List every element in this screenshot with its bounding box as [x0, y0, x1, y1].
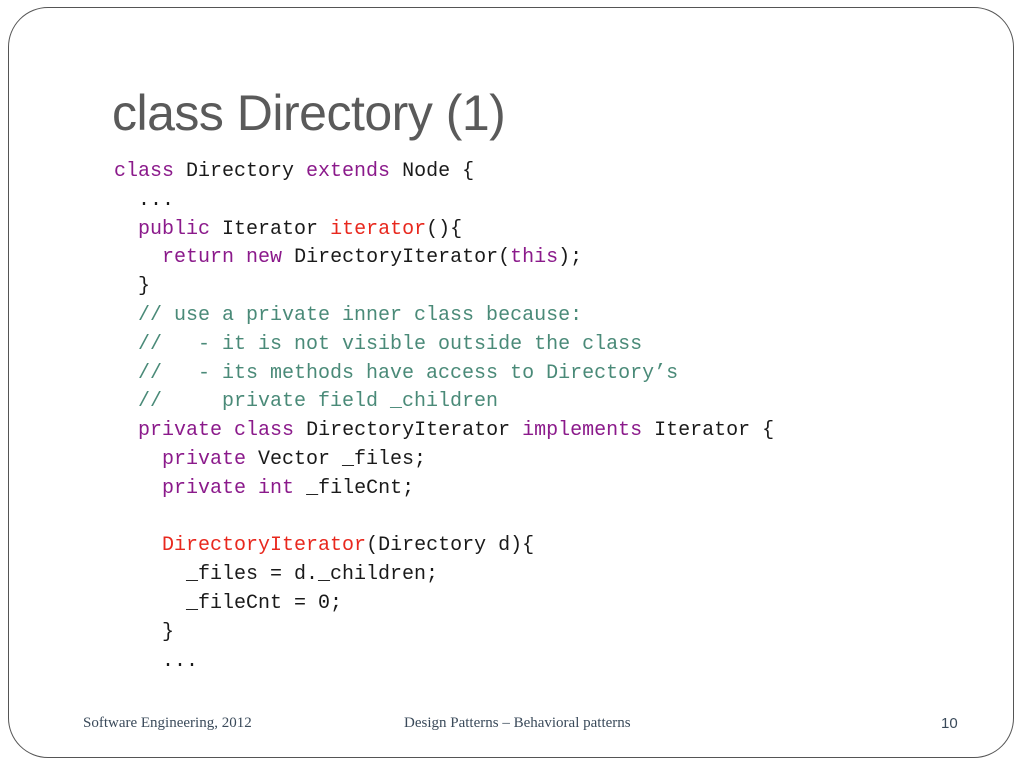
code-text: Iterator	[210, 217, 331, 241]
code-keyword: this	[510, 246, 559, 270]
code-keyword: int	[258, 476, 295, 500]
code-text: (){	[426, 217, 463, 241]
code-text	[114, 448, 162, 471]
code-text: Directory	[174, 160, 307, 183]
code-comment: // private field _children	[114, 390, 499, 414]
code-text	[114, 419, 138, 442]
code-keyword: implements	[522, 419, 643, 443]
code-line: }	[114, 619, 774, 648]
code-keyword: private	[162, 476, 247, 500]
code-keyword: public	[138, 217, 211, 241]
code-text: _fileCnt = 0;	[114, 591, 343, 615]
code-line: public Iterator iterator(){	[114, 216, 774, 245]
code-text	[114, 477, 162, 500]
code-text: );	[558, 246, 583, 270]
code-text	[114, 246, 162, 269]
code-text: DirectoryIterator	[294, 419, 523, 443]
code-text: }	[114, 620, 175, 644]
code-text: Iterator {	[642, 419, 775, 443]
code-line: _files = d._children;	[114, 561, 774, 590]
code-text: DirectoryIterator(	[282, 246, 511, 270]
code-text: ...	[114, 649, 199, 673]
code-text: }	[114, 275, 151, 299]
code-method-name: DirectoryIterator	[162, 534, 367, 558]
slide-frame	[8, 7, 1014, 758]
code-line: }	[114, 273, 774, 302]
code-text	[114, 218, 138, 241]
code-line: // use a private inner class because:	[114, 302, 774, 331]
code-keyword: return	[162, 246, 235, 270]
code-line: _fileCnt = 0;	[114, 590, 774, 619]
code-comment: // - its methods have access to Director…	[114, 361, 679, 385]
code-line: ...	[114, 648, 774, 677]
code-line: // private field _children	[114, 388, 774, 417]
code-keyword: extends	[306, 160, 391, 183]
slide-title: class Directory (1)	[112, 85, 506, 141]
code-text: _files = d._children;	[114, 563, 439, 587]
code-text: Node {	[390, 160, 475, 183]
code-line: class Directory extends Node {	[114, 158, 774, 187]
code-line: private int _fileCnt;	[114, 475, 774, 504]
footer-course: Software Engineering, 2012	[83, 715, 252, 731]
page-number: 10	[941, 715, 958, 732]
footer-topic: Design Patterns – Behavioral patterns	[404, 715, 631, 731]
code-text	[246, 477, 258, 500]
code-keyword: private	[162, 447, 247, 471]
code-text: ...	[114, 188, 175, 212]
code-comment: // use a private inner class because:	[114, 303, 583, 327]
code-text	[234, 246, 246, 269]
code-method-name: iterator	[330, 217, 427, 241]
code-line: return new DirectoryIterator(this);	[114, 244, 774, 273]
code-line: private class DirectoryIterator implemen…	[114, 417, 774, 446]
code-text: _fileCnt;	[294, 476, 415, 500]
code-line: // - it is not visible outside the class	[114, 331, 774, 360]
code-comment: // - it is not visible outside the class	[114, 332, 643, 356]
code-line	[114, 504, 774, 533]
code-text: (Directory d){	[366, 534, 535, 558]
code-text	[114, 534, 162, 557]
code-line: private Vector _files;	[114, 446, 774, 475]
code-keyword: class	[114, 160, 175, 183]
code-text: Vector _files;	[246, 447, 427, 471]
code-line: // - its methods have access to Director…	[114, 360, 774, 389]
code-keyword: private	[138, 419, 223, 443]
code-line: DirectoryIterator(Directory d){	[114, 532, 774, 561]
code-line: ...	[114, 187, 774, 216]
code-block: class Directory extends Node { ... publi…	[114, 158, 774, 676]
code-keyword: new	[246, 246, 283, 270]
code-text	[222, 419, 234, 442]
code-keyword: class	[234, 419, 295, 443]
